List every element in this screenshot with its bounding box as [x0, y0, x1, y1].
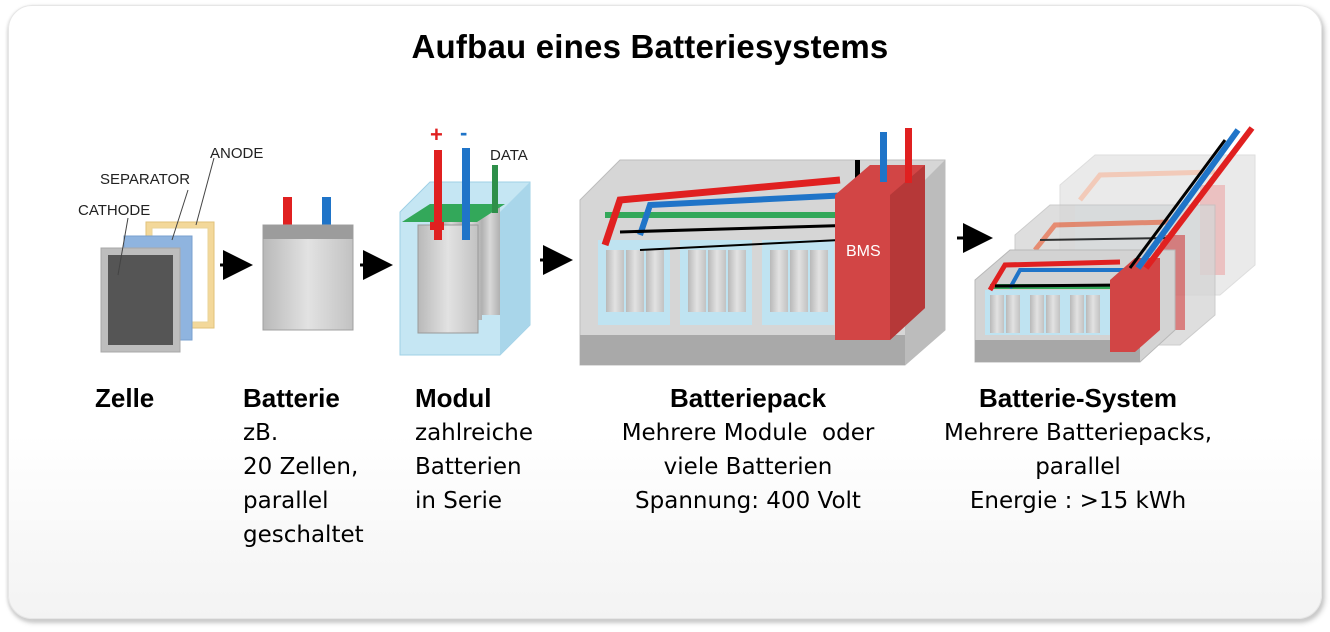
- stage-zelle: Zelle: [95, 380, 154, 416]
- battery-system-illustration: [974, 126, 1256, 363]
- stage-line: Spannung: 400 Volt: [635, 488, 861, 514]
- stage-title: Modul: [415, 383, 492, 413]
- system-pack-front: [974, 249, 1176, 363]
- stage-line: geschaltet: [243, 522, 364, 548]
- stage-batterie: Batterie zB. 20 Zellen, parallel geschal…: [243, 380, 364, 552]
- minus-label: -: [460, 120, 467, 145]
- battery-illustration: [262, 197, 354, 331]
- stage-line: Batterien: [415, 454, 522, 480]
- stage-line: Mehrere Module oder: [621, 420, 875, 446]
- anode-label: ANODE: [210, 145, 263, 162]
- plus-label: +: [430, 122, 443, 147]
- separator-label: SEPARATOR: [100, 171, 190, 188]
- stage-line: parallel: [243, 488, 329, 514]
- stage-modul: Modul zahlreiche Batterien in Serie: [415, 380, 533, 518]
- module-illustration: + - DATA: [399, 120, 531, 356]
- cell-illustration: ANODE SEPARATOR CATHODE: [78, 145, 263, 353]
- stage-line: in Serie: [415, 488, 503, 514]
- stage-title: Zelle: [95, 383, 155, 413]
- stage-line: zahlreiche: [415, 420, 533, 446]
- stage-line: Mehrere Batteriepacks,: [943, 420, 1213, 446]
- cathode-label: CATHODE: [78, 202, 150, 219]
- stage-title: Batterie: [243, 383, 340, 413]
- battery-pack-illustration: BMS: [579, 128, 946, 366]
- bms-label: BMS: [846, 243, 881, 260]
- pack-module-1: [598, 240, 670, 325]
- stage-line: parallel: [1035, 454, 1121, 480]
- stage-line: zB.: [243, 420, 279, 446]
- data-label: DATA: [490, 147, 528, 164]
- stage-title: Batterie-System: [979, 383, 1177, 413]
- pack-module-3: [762, 240, 834, 325]
- pack-module-2: [680, 240, 752, 325]
- stage-batterie-system: Batterie-System Mehrere Batteriepacks, p…: [928, 380, 1228, 518]
- page-title: Aufbau eines Batteriesystems: [411, 28, 889, 65]
- stage-title: Batteriepack: [669, 383, 827, 413]
- stage-line: viele Batterien: [663, 454, 833, 480]
- stage-batteriepack: Batteriepack Mehrere Module oder viele B…: [598, 380, 898, 518]
- stage-line: 20 Zellen,: [243, 454, 359, 480]
- stage-line: Energie : >15 kWh: [969, 488, 1187, 514]
